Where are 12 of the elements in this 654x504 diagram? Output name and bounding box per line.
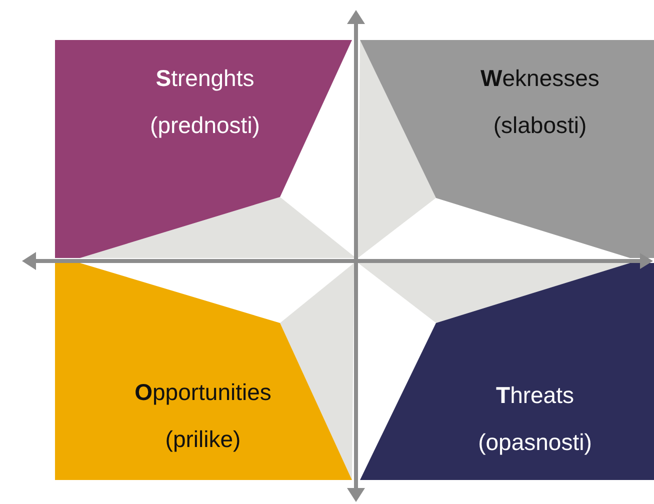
quadrant-title: Weknesses [480,64,600,93]
quadrant-panel [55,40,352,258]
quadrant-title: Opportunities [134,378,272,407]
quadrant-subtitle: (prilike) [164,425,242,454]
quadrant-title: Threats [495,381,575,410]
quadrant-title: Strenghts [154,64,256,93]
quadrant-panel [360,40,654,258]
quadrant-subtitle: (opasnosti) [477,428,593,457]
quadrant-subtitle: (slabosti) [492,111,588,140]
quadrant-subtitle: (prednosti) [149,111,261,140]
quadrant-panel [360,263,654,480]
quadrant-panel [55,263,352,480]
